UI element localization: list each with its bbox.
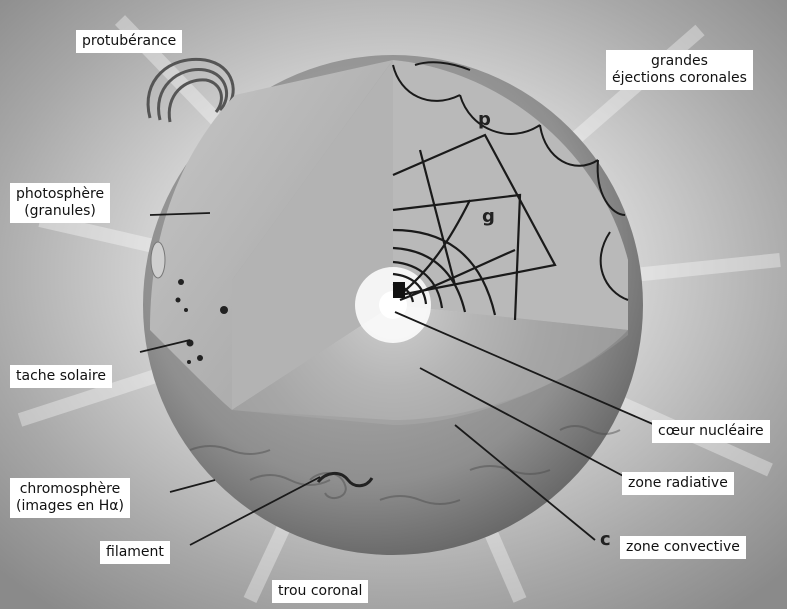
label-chromosphere: chromosphère (images en Hα) [10,478,130,518]
limb-bright-region [151,242,165,278]
core-dense-marker [393,282,405,298]
label-tache-solaire: tache solaire [10,365,112,388]
label-chromosphere-line2: (images en Hα) [16,498,124,515]
label-chromosphere-line1: chromosphère [16,481,124,498]
label-coeur-nucleaire: cœur nucléaire [652,420,770,443]
label-zone-radiative: zone radiative [622,472,734,495]
label-protuberance: protubérance [76,30,182,53]
label-zone-convective: zone convective [620,536,746,559]
label-photosphere-line1: photosphère [16,186,104,203]
label-filament: filament [100,541,170,564]
label-ejections-coronales: grandes éjections coronales [606,50,753,90]
label-photosphere: photosphère (granules) [10,183,110,223]
label-trou-coronal: trou coronal [272,580,368,603]
g-mode-letter: g [482,206,495,227]
label-ejections-line2: éjections coronales [612,70,747,87]
label-photosphere-line2: (granules) [16,203,104,220]
label-ejections-line1: grandes [612,53,747,70]
c-mode-letter: c [600,529,611,550]
p-mode-letter: p [478,109,491,130]
